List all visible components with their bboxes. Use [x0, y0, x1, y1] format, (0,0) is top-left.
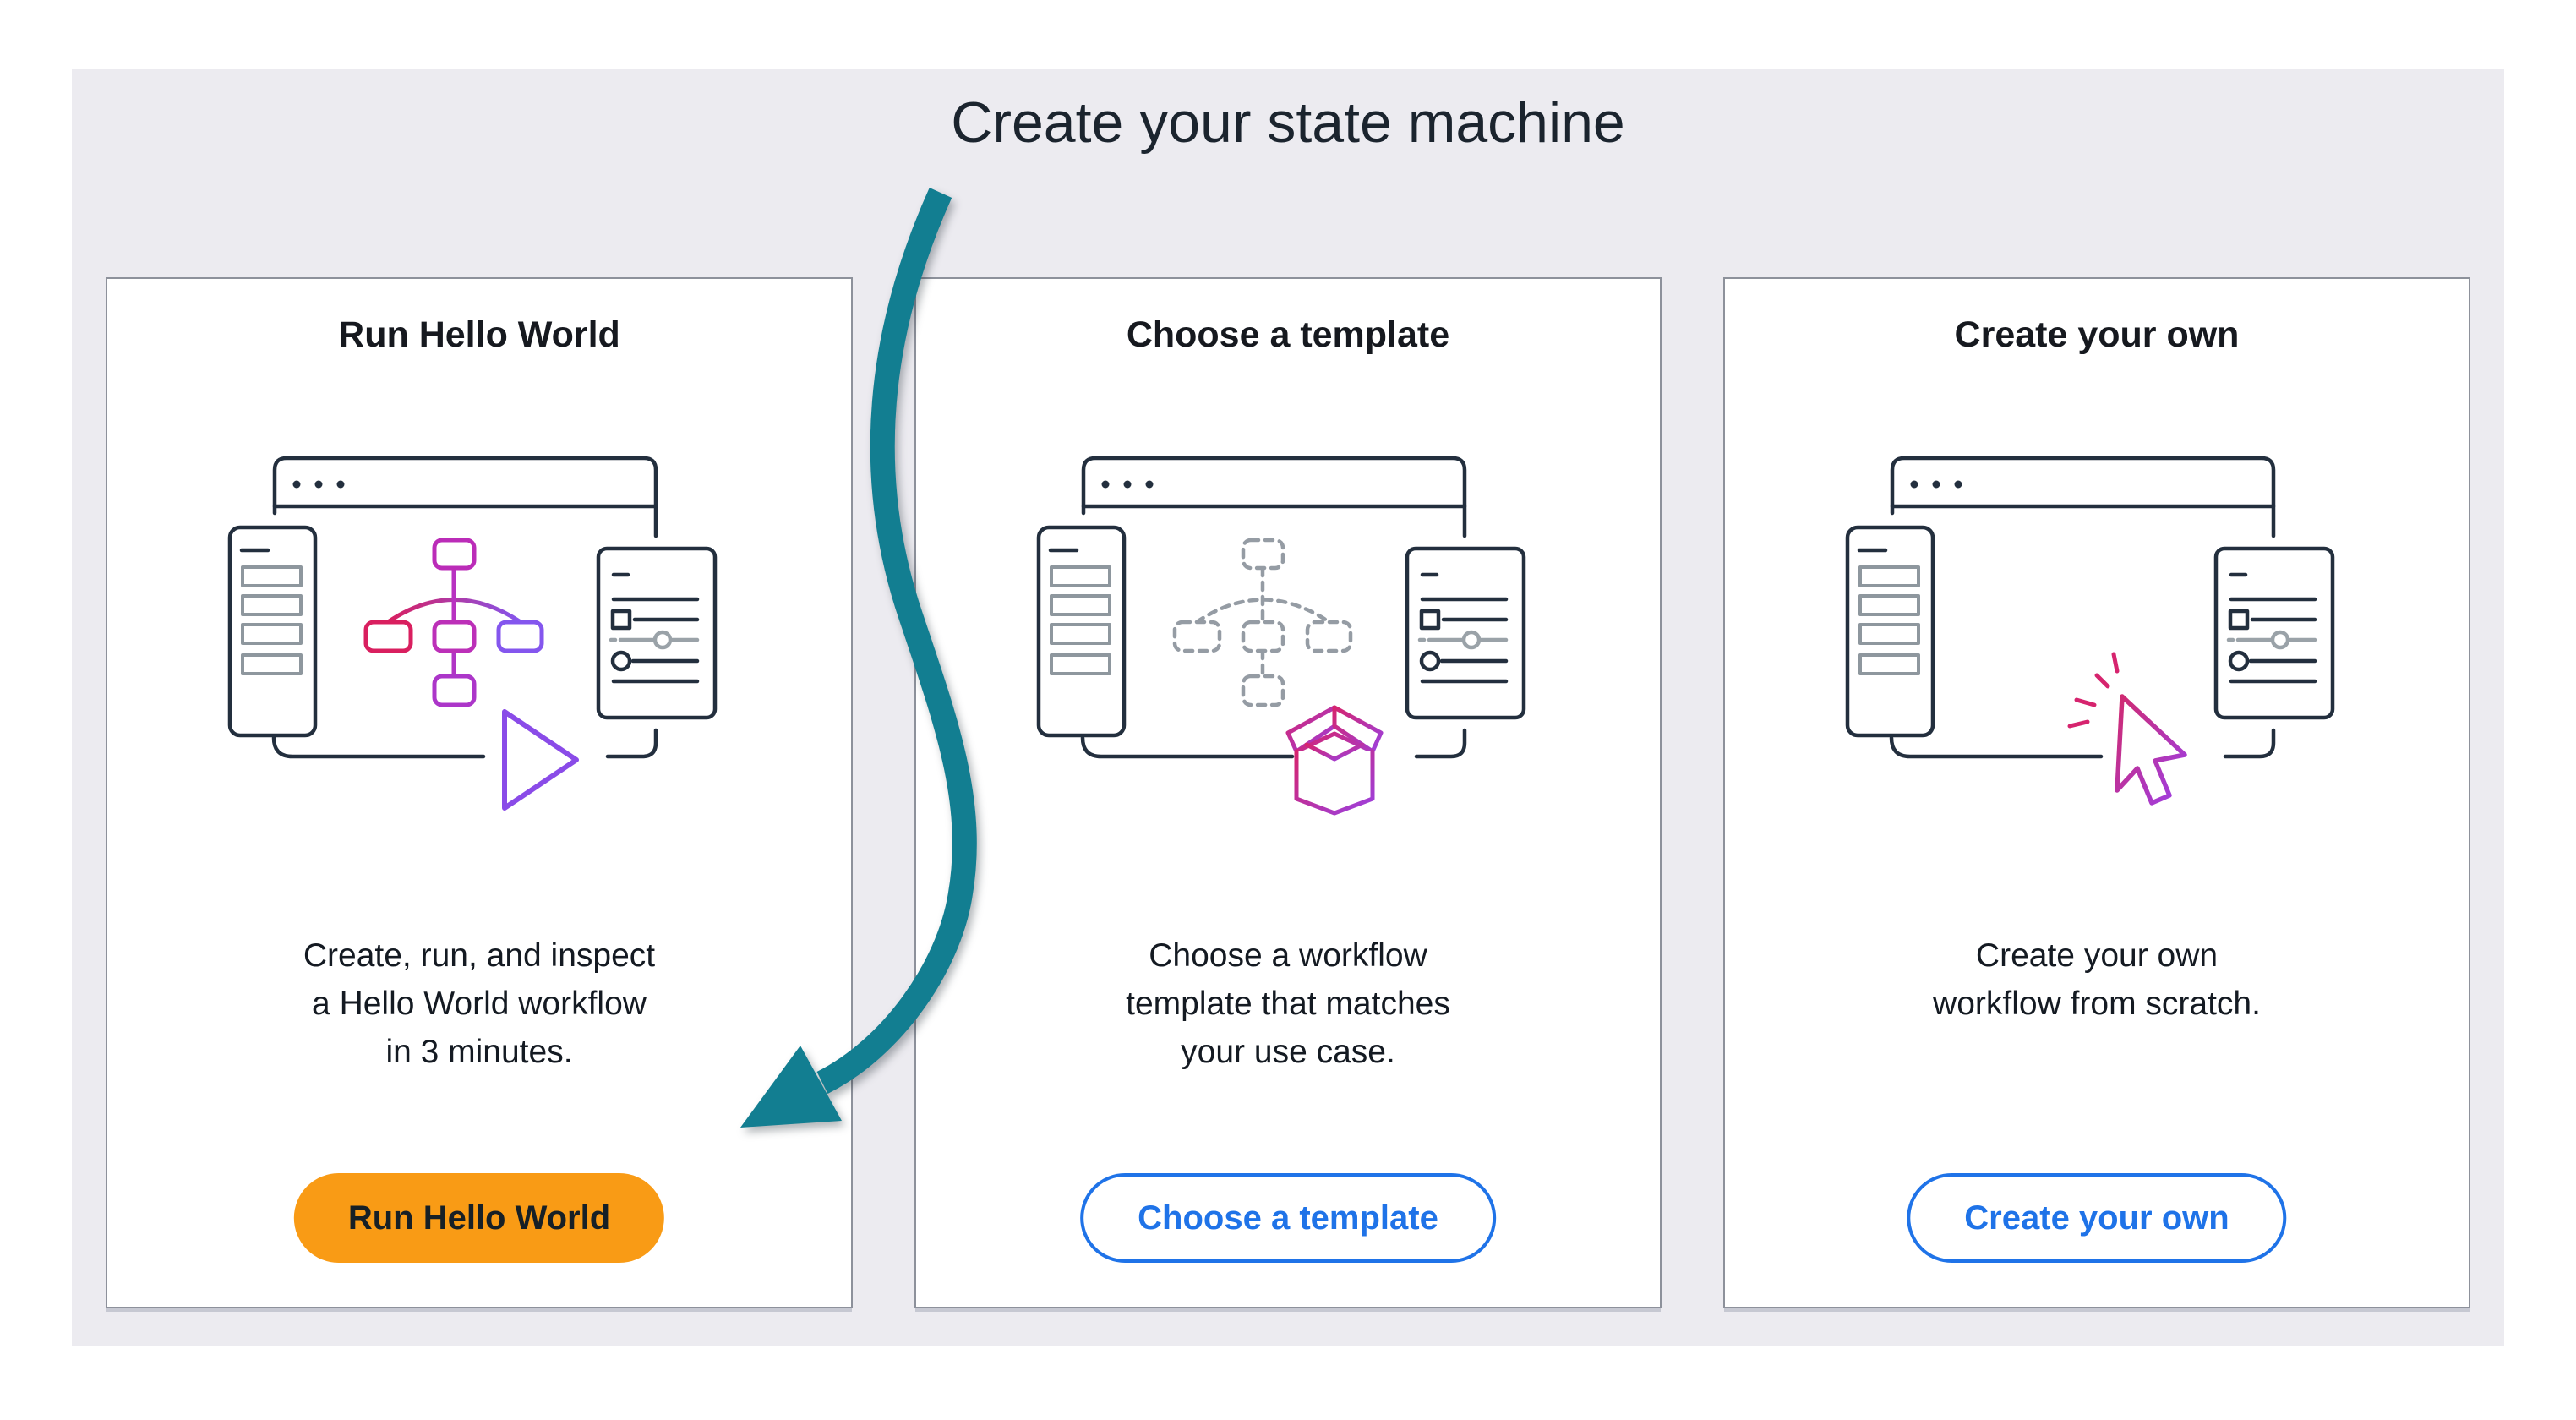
card-heading: Run Hello World [338, 314, 620, 355]
card-description: Create your own workflow from scratch. [1933, 937, 2261, 1022]
cursor-icon [2115, 694, 2187, 806]
choose-template-button[interactable]: Choose a template [1080, 1173, 1496, 1263]
card-create-your-own: Create your own Create your own workflow… [1723, 277, 2470, 1308]
create-your-own-button[interactable]: Create your own [1907, 1173, 2287, 1263]
create-own-workflow-illustration [1843, 454, 2350, 806]
card-description: Choose a workflow template that matches … [1126, 937, 1450, 1070]
run-hello-world-button[interactable]: Run Hello World [293, 1173, 665, 1263]
card-run-hello-world: Run Hello World Create, [106, 277, 853, 1308]
template-workflow-illustration [1034, 454, 1542, 816]
option-cards-row: Run Hello World Create, [106, 277, 2470, 1308]
page-title: Create your state machine [951, 90, 1625, 155]
click-sparks [2067, 652, 2120, 729]
card-choose-template: Choose a template [914, 277, 1662, 1308]
play-icon [502, 709, 579, 811]
card-description: Create, run, and inspect a Hello World w… [303, 937, 656, 1070]
card-heading: Choose a template [1126, 314, 1450, 355]
hello-world-workflow-illustration [226, 454, 733, 811]
dialog-panel: Create your state machine Run Hello Worl… [72, 69, 2504, 1346]
card-heading: Create your own [1954, 314, 2240, 355]
package-box-icon [1285, 681, 1384, 816]
